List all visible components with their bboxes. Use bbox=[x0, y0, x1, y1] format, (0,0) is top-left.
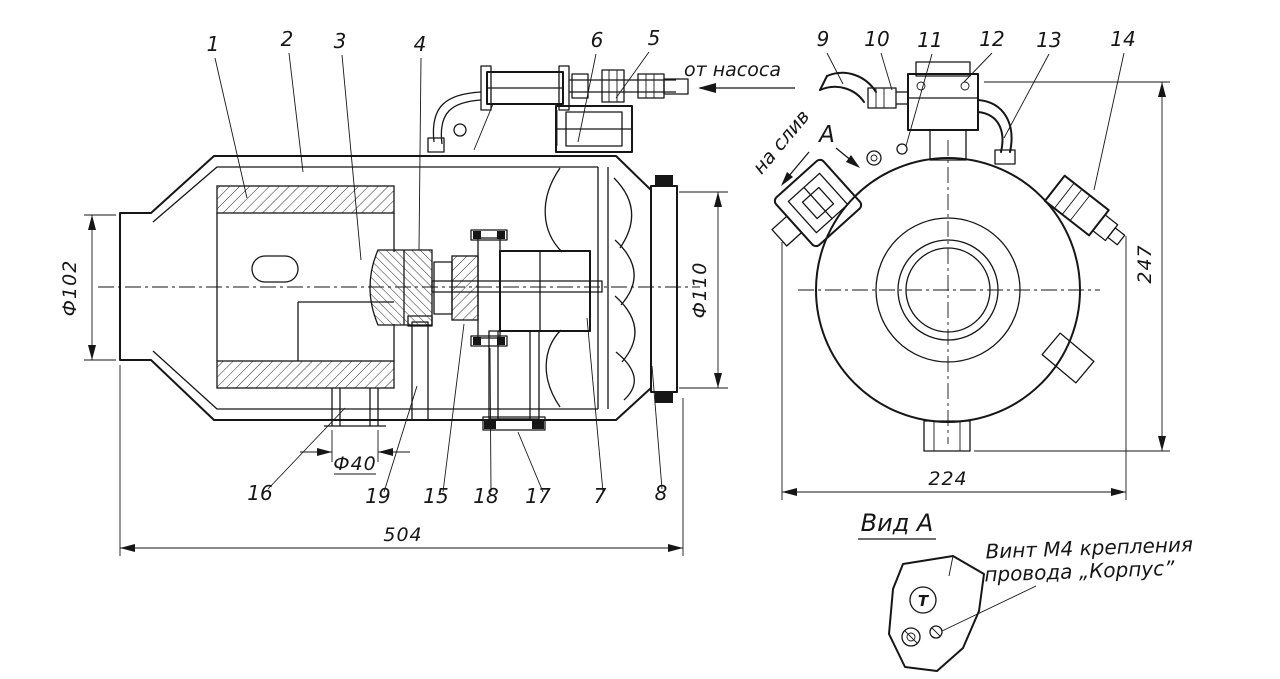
burner-hub bbox=[369, 249, 433, 326]
small-screw bbox=[929, 625, 943, 639]
callout-5: 5 bbox=[648, 26, 661, 50]
callout-13: 13 bbox=[1036, 28, 1061, 52]
callouts-end-view: 9 10 11 12 13 14 bbox=[817, 27, 1136, 191]
callout-10: 10 bbox=[864, 27, 889, 51]
bottom-tab bbox=[923, 420, 971, 452]
arrow-left-icon bbox=[698, 83, 716, 93]
callout-6: 6 bbox=[591, 28, 604, 52]
callout-9: 9 bbox=[817, 27, 830, 51]
from-pump-annotation: от насоса bbox=[684, 59, 795, 93]
view-a-arrow: А bbox=[817, 122, 860, 168]
fuel-valve bbox=[555, 105, 633, 153]
screw bbox=[896, 143, 908, 155]
view-a-title: Вид А bbox=[858, 509, 936, 540]
view-a-letter: А bbox=[817, 122, 835, 148]
view-a-title-label: Вид А bbox=[861, 509, 934, 537]
callout-12: 12 bbox=[979, 27, 1004, 51]
impeller bbox=[544, 167, 636, 408]
dim-224-label: 224 bbox=[928, 468, 967, 490]
bracket-outline bbox=[888, 555, 985, 672]
terminal-letter: Т bbox=[918, 592, 930, 610]
fuel-pump-assembly bbox=[427, 65, 570, 153]
dim-110-label: Ф110 bbox=[689, 262, 711, 319]
callout-17: 17 bbox=[525, 484, 551, 508]
callout-2: 2 bbox=[281, 27, 294, 51]
valve-block bbox=[907, 61, 979, 161]
dim-diameter-102: Ф102 bbox=[59, 214, 116, 361]
dim-102-label: Ф102 bbox=[59, 260, 81, 317]
callouts-side-top: 1 2 3 4 6 5 bbox=[207, 26, 661, 261]
note-leader-line bbox=[941, 585, 1037, 632]
callout-11: 11 bbox=[917, 28, 942, 52]
end-view: 9 10 11 12 13 14 на слив А bbox=[748, 27, 1170, 540]
overflow-tube bbox=[977, 99, 1016, 165]
dim-diameter-110: Ф110 bbox=[679, 191, 728, 389]
housing-outline bbox=[119, 155, 678, 421]
arrow-down-left-icon bbox=[781, 172, 793, 186]
ground-screw bbox=[901, 627, 921, 647]
dim-40-label: Ф40 bbox=[333, 453, 377, 475]
drain-pipe bbox=[324, 388, 386, 427]
detail-view: Т Винт М4 крепления провода „Корпус” bbox=[888, 532, 1193, 672]
mount-tab bbox=[1041, 332, 1095, 384]
callout-3: 3 bbox=[334, 29, 347, 53]
support-cylinder bbox=[482, 330, 546, 431]
detail-note: Винт М4 крепления провода „Корпус” bbox=[984, 532, 1193, 586]
callout-7: 7 bbox=[594, 484, 607, 508]
to-drain-annotation: на слив bbox=[748, 106, 814, 186]
dim-length-504: 504 bbox=[119, 365, 684, 556]
dim-diameter-40: Ф40 bbox=[300, 430, 410, 475]
screw bbox=[866, 150, 882, 166]
to-drain-label: на слив bbox=[748, 106, 814, 179]
callout-14: 14 bbox=[1110, 27, 1135, 51]
from-pump-label: от насоса bbox=[684, 59, 781, 81]
dim-247-label: 247 bbox=[1134, 244, 1156, 283]
dim-height-247: 247 bbox=[974, 81, 1170, 452]
inlet-elbow bbox=[819, 71, 908, 109]
callout-15: 15 bbox=[423, 484, 448, 508]
drain-bracket bbox=[771, 158, 863, 248]
bearing-unit bbox=[433, 255, 479, 321]
callout-4: 4 bbox=[414, 32, 427, 56]
outlet-fitting bbox=[1043, 174, 1126, 246]
combustion-chamber bbox=[216, 185, 395, 389]
callouts-side-bottom: 16 19 15 18 17 7 8 bbox=[247, 317, 668, 508]
burner-cup bbox=[499, 250, 591, 332]
side-view: от насоса 1 2 3 4 6 5 16 19 15 bbox=[59, 26, 795, 556]
callout-18: 18 bbox=[473, 484, 498, 508]
callout-8: 8 bbox=[655, 481, 668, 505]
callout-19: 19 bbox=[365, 484, 390, 508]
terminal-circle bbox=[909, 586, 937, 614]
shaft bbox=[431, 280, 603, 293]
callout-16: 16 bbox=[247, 481, 272, 505]
dim-504-label: 504 bbox=[383, 524, 422, 546]
dim-width-224: 224 bbox=[781, 236, 1127, 500]
arrow-icon bbox=[846, 155, 860, 168]
callout-1: 1 bbox=[207, 32, 220, 56]
